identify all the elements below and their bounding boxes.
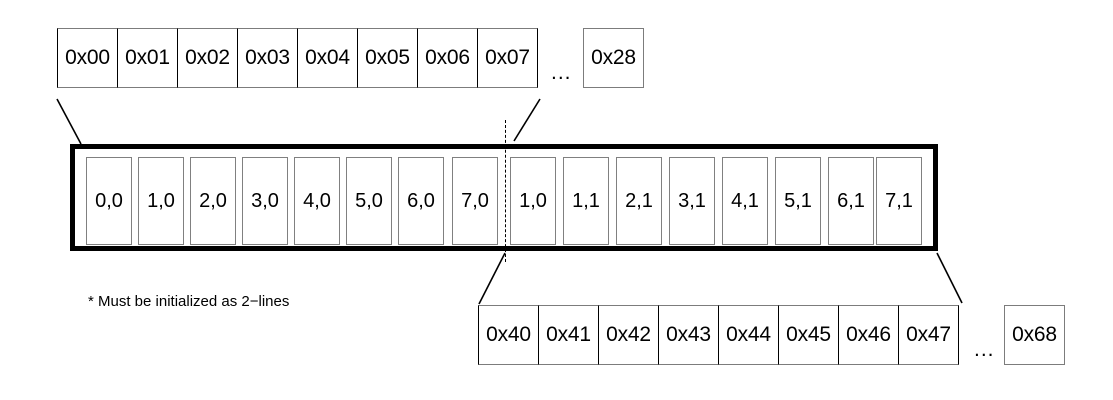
top-address-ellipsis: ... — [551, 61, 572, 84]
line-divider-dashed — [505, 120, 506, 262]
buffer-slot: 6,1 — [828, 157, 874, 245]
top-address-cell: 0x03 — [237, 28, 298, 88]
top-address-cell: 0x02 — [177, 28, 238, 88]
buffer-slot: 2,1 — [616, 157, 662, 245]
bottom-address-cell: 0x42 — [598, 305, 659, 365]
top-address-cell: 0x01 — [117, 28, 178, 88]
buffer-slot: 1,1 — [563, 157, 609, 245]
bottom-address-cell: 0x43 — [658, 305, 719, 365]
buffer-slot: 5,0 — [346, 157, 392, 245]
buffer-slot: 0,0 — [86, 157, 132, 245]
init-note: * Must be initialized as 2−lines — [88, 293, 290, 310]
bottom-address-tail-cell: 0x68 — [1004, 305, 1065, 365]
buffer-slot: 5,1 — [775, 157, 821, 245]
buffer-slot: 1,0 — [510, 157, 556, 245]
buffer-slot: 7,0 — [452, 157, 498, 245]
buffer-slot: 3,0 — [242, 157, 288, 245]
bottom-address-cell: 0x45 — [778, 305, 839, 365]
bottom-address-cell: 0x47 — [898, 305, 959, 365]
top-address-cell: 0x00 — [57, 28, 118, 88]
bottom-address-cell: 0x40 — [478, 305, 539, 365]
buffer-slot: 3,1 — [669, 157, 715, 245]
bottom-address-cell: 0x41 — [538, 305, 599, 365]
bottom-address-cell: 0x44 — [718, 305, 779, 365]
bottom-address-cell: 0x46 — [838, 305, 899, 365]
top-address-tail-cell: 0x28 — [583, 28, 644, 88]
top-address-cell: 0x07 — [477, 28, 538, 88]
buffer-slot: 2,0 — [190, 157, 236, 245]
bottom-address-ellipsis: ... — [974, 338, 995, 361]
buffer-slot: 7,1 — [876, 157, 922, 245]
top-address-cell: 0x04 — [297, 28, 358, 88]
buffer-slot: 4,1 — [722, 157, 768, 245]
buffer-slot: 6,0 — [398, 157, 444, 245]
buffer-slot: 1,0 — [138, 157, 184, 245]
buffer-slot: 4,0 — [294, 157, 340, 245]
top-address-cell: 0x06 — [417, 28, 478, 88]
top-address-cell: 0x05 — [357, 28, 418, 88]
